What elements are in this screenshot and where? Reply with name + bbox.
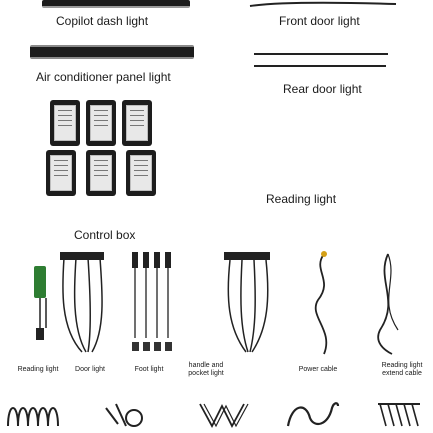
control-box-unit: [46, 150, 76, 196]
copilot-dash-light-strip: [42, 0, 190, 8]
coiled-harness-1: [7, 407, 59, 427]
control-box-unit: [122, 100, 152, 146]
bottom-label-reading-extend-line1: Reading light: [381, 362, 423, 369]
bottom-label-handle-pocket-line1: handle and: [188, 362, 224, 369]
bottom-label-reading-light: Reading light: [17, 366, 59, 373]
air-conditioner-light-strip: [30, 45, 194, 59]
handle-pocket-light-harness: [224, 252, 270, 353]
air-conditioner-light-label: Air conditioner panel light: [36, 70, 171, 84]
control-box-unit: [50, 100, 80, 146]
bottom-label-reading-extend-line2: extend cable: [382, 370, 422, 377]
door-light-harness: [60, 252, 104, 353]
bottom-label-handle-pocket-line2: pocket light: [188, 370, 224, 377]
bottom-label-door-light: Door light: [75, 366, 105, 373]
rear-door-light-label: Rear door light: [283, 82, 362, 96]
control-box-label: Control box: [74, 228, 136, 242]
coiled-harness-3: [199, 403, 249, 428]
power-cable: [314, 251, 328, 355]
reading-light-label-right: Reading light: [266, 192, 337, 206]
foot-light-harness: [132, 252, 172, 351]
control-box-unit: [126, 150, 156, 196]
reading-light-module: [34, 266, 47, 340]
bottom-label-power-cable: Power cable: [298, 366, 338, 373]
control-box-unit: [86, 100, 116, 146]
coiled-harness-5: [378, 403, 420, 427]
reading-light-extend-cable: [377, 253, 399, 355]
control-box-unit: [86, 150, 116, 196]
coiled-harness-2: [105, 403, 143, 427]
front-door-light-strip: [249, 1, 397, 7]
bottom-label-foot-light: Foot light: [134, 366, 164, 373]
copilot-dash-light-label: Copilot dash light: [56, 14, 149, 28]
front-door-light-label: Front door light: [279, 14, 360, 28]
rear-door-light-strip: [254, 53, 388, 67]
coiled-harness-4: [286, 402, 340, 427]
